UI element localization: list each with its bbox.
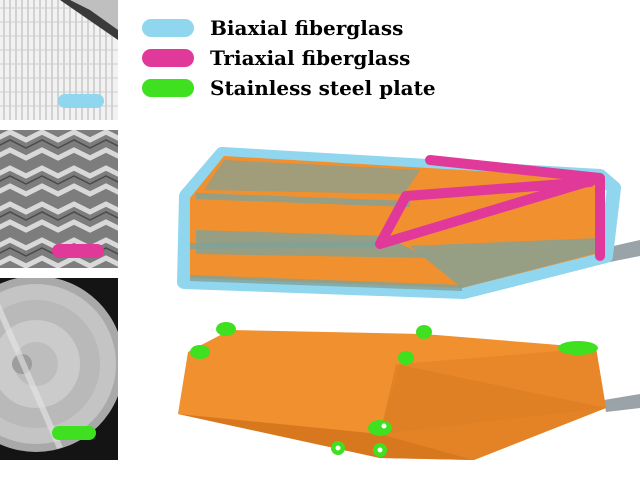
top-board (177, 147, 640, 299)
legend-label: Stainless steel plate (210, 76, 436, 100)
magenta-brush-stroke-icon (142, 49, 194, 67)
bottom-board (178, 322, 640, 460)
stainless-steel-plate-photo (0, 278, 118, 460)
steel-plate-point (190, 345, 210, 359)
fiberglass-overlay-band (410, 238, 600, 288)
fiberglass-overlay-band (204, 160, 420, 194)
handle-bottom (604, 394, 640, 412)
legend-label: Triaxial fiberglass (210, 46, 411, 70)
board-bottom-side (178, 414, 474, 460)
board-bottom-facet (380, 364, 606, 460)
triaxial-fiberglass-photo (0, 130, 118, 268)
biaxial-fiberglass-photo (0, 0, 118, 120)
cyan-marker (58, 94, 104, 108)
legend-label: Biaxial fiberglass (210, 16, 404, 40)
biaxial-outline (177, 147, 621, 299)
cyan-brush-stroke-icon (142, 19, 194, 37)
triaxial-arrow-outline (375, 155, 605, 261)
board-edge-line (189, 193, 463, 291)
rivet-dot (381, 423, 387, 429)
steel-plate-point (416, 325, 432, 339)
steel-plate-point (368, 420, 392, 436)
magenta-marker (52, 244, 104, 258)
steel-plate-point (216, 322, 236, 336)
green-marker (52, 426, 96, 440)
green-brush-stroke-icon (142, 79, 194, 97)
rivet-dot (335, 445, 341, 451)
steel-plate-point (558, 341, 598, 355)
steel-plate-point (398, 351, 414, 365)
rivet-dot (377, 447, 383, 453)
